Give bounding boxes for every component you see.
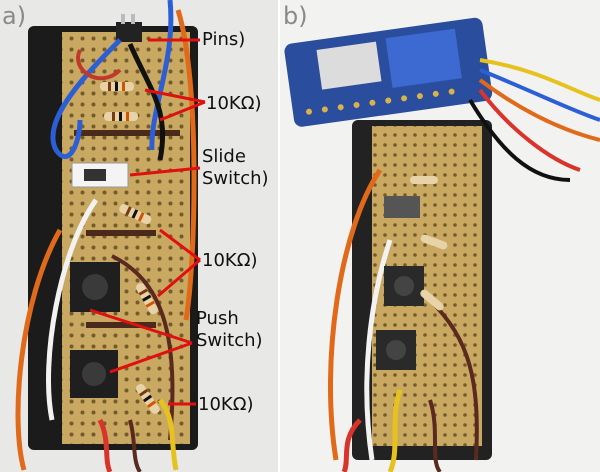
label-resistor-top: 10KΩ) (206, 93, 262, 114)
bluetooth-module (284, 17, 493, 127)
label-slide-switch: Slide Switch) (202, 146, 269, 189)
slide-switch-b (384, 196, 420, 218)
label-push-switch: Push Switch) (196, 308, 263, 351)
photo-panel-b (280, 0, 600, 472)
push-switch-top (70, 262, 120, 312)
panel-label-b: b) (283, 2, 308, 30)
leader-lines-a (89, 38, 206, 406)
label-pins: Pins) (202, 29, 246, 50)
panel-label-a: a) (2, 2, 27, 30)
resistor-bottom (135, 383, 160, 414)
push-switch-bottom (70, 350, 118, 398)
stripboard-photo-a (15, 0, 206, 472)
resistor-middle (119, 204, 152, 225)
stripboard-photo-b (284, 17, 600, 472)
slide-switch (71, 162, 129, 188)
label-resistor-middle: 10KΩ) (202, 250, 258, 271)
header-pins (116, 22, 142, 42)
label-resistor-bottom: 10KΩ) (198, 394, 254, 415)
photo-panel-a (0, 0, 278, 472)
resistor-lower (136, 283, 158, 315)
resistor-top (100, 82, 138, 121)
